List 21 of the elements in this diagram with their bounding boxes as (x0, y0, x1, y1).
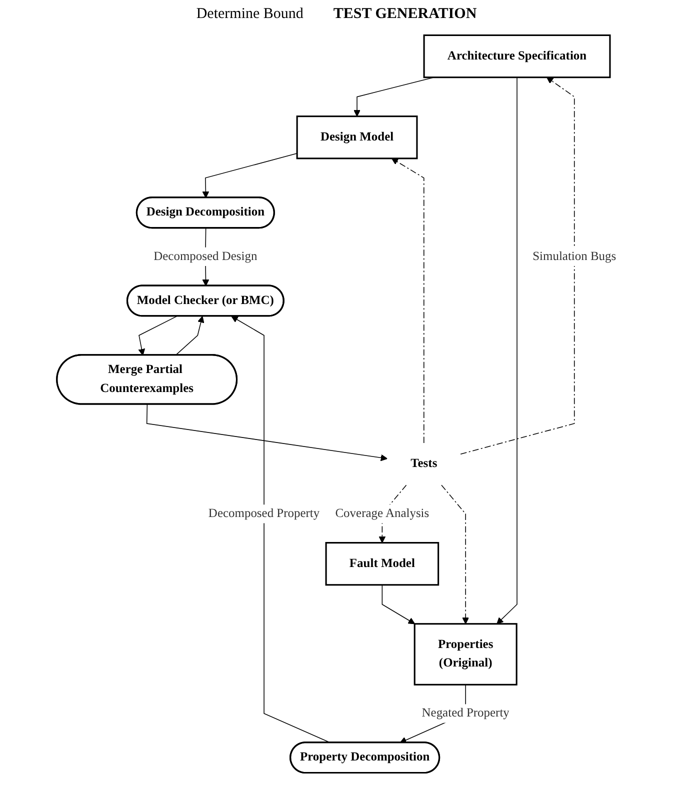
arrow (138, 316, 178, 356)
arrow (175, 316, 204, 356)
edge-label: Decomposed Property (208, 506, 320, 520)
node-text: Tests (410, 457, 438, 470)
arrow (460, 77, 575, 455)
node-box: Design Model (296, 116, 418, 160)
arrow (496, 76, 518, 624)
edge-label: Coverage Analysis (335, 506, 430, 520)
arrow (441, 484, 470, 624)
edge-label: Negated Property (422, 706, 510, 720)
note-text: Determine Bound (196, 6, 304, 23)
node-box: Fault Model (325, 542, 440, 586)
edge-label: Simulation Bugs (532, 250, 616, 263)
note-text: TEST GENERATION (333, 6, 477, 23)
node-box: Architecture Specification (423, 34, 611, 78)
arrow (146, 404, 388, 462)
node-box: Properties (Original) (414, 623, 518, 686)
edge-label: Decomposed Design (154, 250, 258, 263)
arrow (382, 584, 416, 624)
arrow (391, 158, 424, 444)
arrow (202, 153, 298, 198)
